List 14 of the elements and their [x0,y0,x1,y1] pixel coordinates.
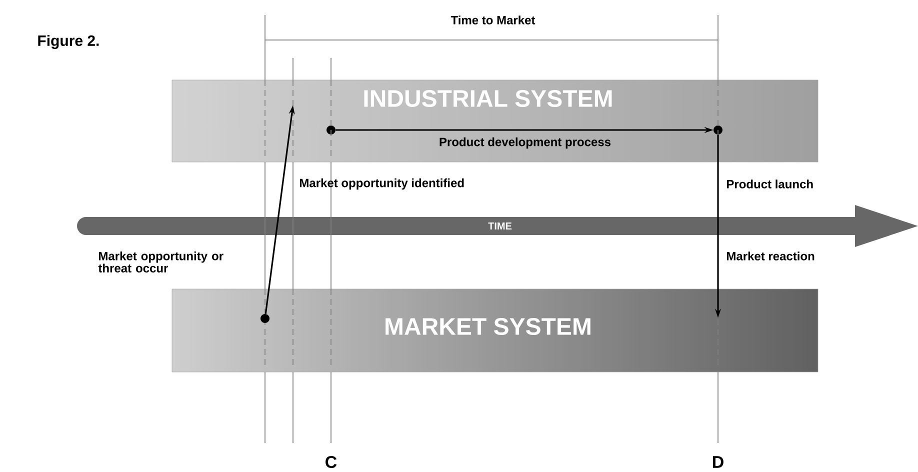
figure-title: Figure 2. [38,34,99,50]
dot [714,126,722,134]
annotation: Market opportunity identified [300,178,464,190]
system-band: MARKET SYSTEM [172,288,818,372]
point-letter: D [713,456,724,468]
point-letter: C [326,456,337,468]
annotation: Market reaction [727,252,814,260]
annotation: Market opportunity or threat occur [98,252,224,272]
edge-label: Product development process [440,137,611,149]
dot [260,314,270,323]
arrow-label: TIME [488,222,512,230]
annotation: Product launch [727,180,813,188]
dimension-label: Time to Market [450,16,536,24]
dot [326,126,336,134]
